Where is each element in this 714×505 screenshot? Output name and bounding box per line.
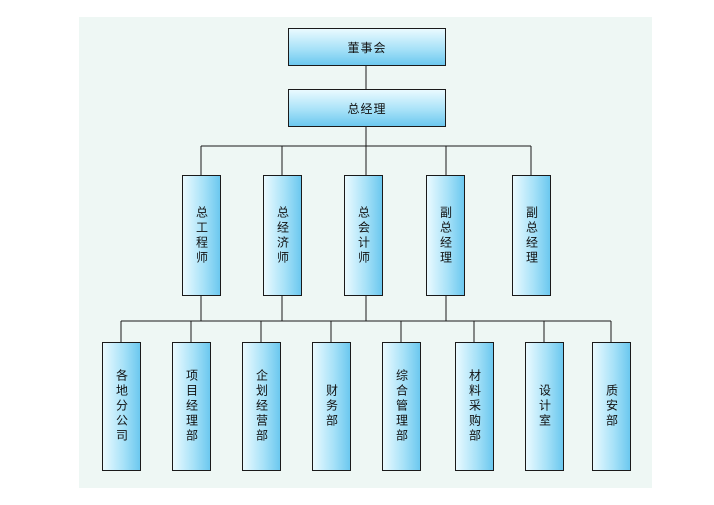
node-dept-planning-operations: 企划经营部 xyxy=(242,342,281,471)
node-dept-finance: 财务部 xyxy=(312,342,351,471)
node-dept-branches: 各地分公司 xyxy=(102,342,141,471)
node-dept-design: 设计室 xyxy=(525,342,564,471)
node-general-manager: 总经理 xyxy=(288,89,446,127)
node-manager-chief-economist: 总经济师 xyxy=(263,175,302,296)
node-dept-project-management: 项目经理部 xyxy=(172,342,211,471)
node-dept-general-admin: 综合管理部 xyxy=(382,342,421,471)
node-manager-deputy-gm-1: 副总经理 xyxy=(426,175,465,296)
node-manager-chief-engineer: 总工程师 xyxy=(182,175,221,296)
node-dept-procurement: 材料采购部 xyxy=(455,342,494,471)
node-board: 董事会 xyxy=(288,28,446,66)
node-manager-chief-accountant: 总会计师 xyxy=(344,175,383,296)
node-manager-deputy-gm-2: 副总经理 xyxy=(512,175,551,296)
node-dept-quality-safety: 质安部 xyxy=(592,342,631,471)
